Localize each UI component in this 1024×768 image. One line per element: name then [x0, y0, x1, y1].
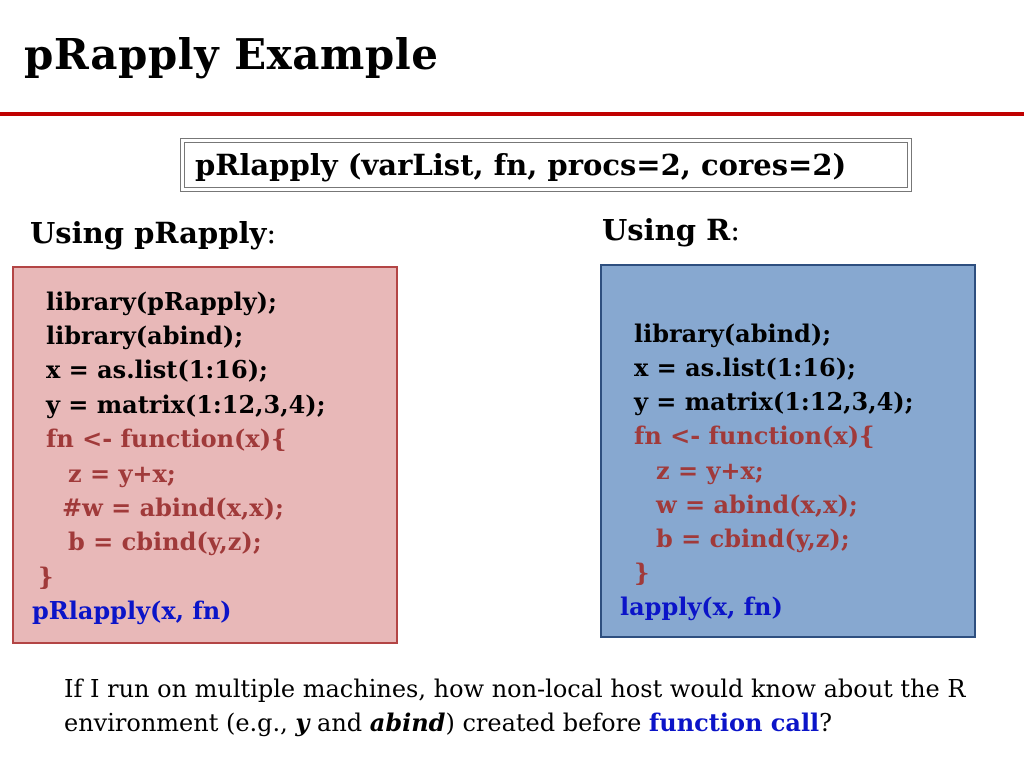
question-end: ?: [819, 709, 833, 737]
left-heading: Using pRapply:: [30, 216, 276, 250]
question-abind: abind: [369, 708, 446, 737]
left-code-line: z = y+x;: [68, 459, 176, 488]
right-code-line: }: [634, 558, 650, 587]
question-text-2: ) created before: [445, 709, 649, 737]
left-code-line: y = matrix(1:12,3,4);: [46, 390, 326, 419]
left-code-line: library(pRapply);: [46, 287, 277, 316]
question-highlight: function call: [648, 708, 820, 737]
right-heading-text: Using R: [602, 213, 731, 247]
discussion-question: If I run on multiple machines, how non-l…: [64, 672, 984, 740]
left-code-line: }: [38, 562, 54, 591]
right-code-line: x = as.list(1:16);: [634, 353, 856, 382]
function-signature-box: pRlapply (varList, fn, procs=2, cores=2): [180, 138, 912, 192]
left-code-line: library(abind);: [46, 321, 244, 350]
right-heading: Using R:: [602, 213, 740, 247]
left-code-line: fn <- function(x){: [46, 424, 287, 453]
right-code-line: w = abind(x,x);: [656, 490, 858, 519]
right-code-line: y = matrix(1:12,3,4);: [634, 387, 914, 416]
question-and: and: [309, 709, 370, 737]
left-code-line: b = cbind(y,z);: [68, 527, 262, 556]
left-code-line: x = as.list(1:16);: [46, 355, 268, 384]
question-y: y: [295, 708, 310, 737]
right-code-line: lapply(x, fn): [620, 592, 783, 621]
right-code-line: b = cbind(y,z);: [656, 524, 850, 553]
left-code-line: #w = abind(x,x);: [62, 493, 284, 522]
right-code-line: library(abind);: [634, 319, 832, 348]
question-text: If I run on multiple machines, how non-l…: [64, 675, 966, 737]
prapply-code-box: [12, 266, 398, 644]
right-code-line: z = y+x;: [656, 456, 764, 485]
left-heading-colon: :: [266, 216, 277, 250]
left-code-line: pRlapply(x, fn): [32, 596, 232, 625]
left-heading-text: Using pRapply: [30, 216, 267, 250]
right-heading-colon: :: [730, 213, 740, 247]
function-signature: pRlapply (varList, fn, procs=2, cores=2): [195, 148, 847, 182]
slide-title: pRapply Example: [24, 30, 439, 79]
right-code-line: fn <- function(x){: [634, 421, 875, 450]
title-divider: [0, 112, 1024, 116]
r-code-box: [600, 264, 976, 638]
